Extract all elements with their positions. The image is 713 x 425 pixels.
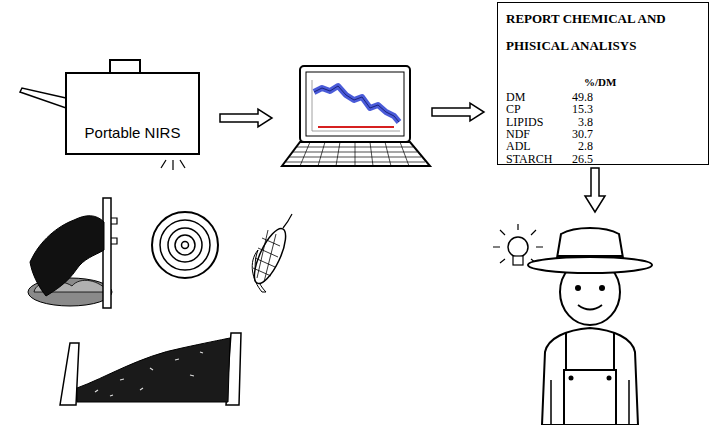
node-text: NDF xyxy=(506,128,566,141)
overall-button xyxy=(569,376,574,381)
silage-pile xyxy=(77,338,230,402)
hay-bale-ring xyxy=(160,220,210,270)
corn-cob xyxy=(248,225,291,288)
node-text: 49.8 xyxy=(548,91,593,104)
farmer-eye xyxy=(599,285,605,291)
lightbulb xyxy=(508,237,528,257)
node-text: Portable NIRS xyxy=(67,124,198,142)
spectrum-band xyxy=(314,86,399,122)
node-text: STARCH xyxy=(506,153,566,166)
probe-handle xyxy=(111,218,117,244)
baseline-line xyxy=(318,126,394,128)
bunker-wall xyxy=(60,343,79,405)
spectrum-line xyxy=(314,86,399,122)
node-text: DM xyxy=(506,91,566,104)
lightbulb-base xyxy=(513,256,523,265)
hay-bale xyxy=(152,212,218,278)
hand xyxy=(30,216,104,296)
light-rays xyxy=(493,224,543,263)
device-spout xyxy=(20,88,66,108)
report-box: REPORT CHEMICAL AND PHISICAL ANALISYS %/D… xyxy=(497,2,709,165)
chart-axis xyxy=(312,131,400,132)
node-text: %/DM xyxy=(584,75,634,89)
light-ray xyxy=(172,160,173,170)
flow-arrow xyxy=(432,103,484,121)
keyboard-keys xyxy=(286,142,425,166)
overall-strap xyxy=(566,332,614,372)
hay-bale-ring xyxy=(175,235,195,255)
node-text: LIPIDS xyxy=(506,116,566,129)
corn-silk xyxy=(283,214,292,228)
farmer-body xyxy=(542,328,638,425)
farmer-smile xyxy=(578,305,602,310)
grain-probe xyxy=(103,198,111,308)
laptop-display xyxy=(306,72,404,136)
node-text: 2.8 xyxy=(548,140,593,153)
chart-axis xyxy=(312,80,313,131)
hay-bale-ring xyxy=(182,242,189,249)
silage-texture xyxy=(95,352,203,396)
laptop-keyboard xyxy=(282,142,430,166)
node-text: 26.5 xyxy=(548,153,593,166)
node-text: ADL xyxy=(506,140,566,153)
report-heading: REPORT CHEMICAL AND PHISICAL ANALISYS xyxy=(506,5,706,59)
node-text: CP xyxy=(506,103,566,116)
corn-kernels xyxy=(253,230,280,282)
device-box: Portable NIRS xyxy=(65,72,200,155)
flow-arrow xyxy=(220,109,272,127)
farmer-eye xyxy=(575,285,581,291)
light-ray xyxy=(161,160,166,168)
light-ray xyxy=(180,160,185,168)
node-text: 30.7 xyxy=(548,128,593,141)
flow-arrow xyxy=(585,168,605,212)
node-text: 15.3 xyxy=(548,103,593,116)
laptop-screen xyxy=(300,66,410,142)
node-text: 3.8 xyxy=(548,116,593,129)
farmer-arms xyxy=(551,380,629,425)
hay-bale-ring xyxy=(168,228,202,262)
overall-bib xyxy=(564,370,616,425)
overall-button xyxy=(607,376,612,381)
hat-brim xyxy=(528,257,652,273)
